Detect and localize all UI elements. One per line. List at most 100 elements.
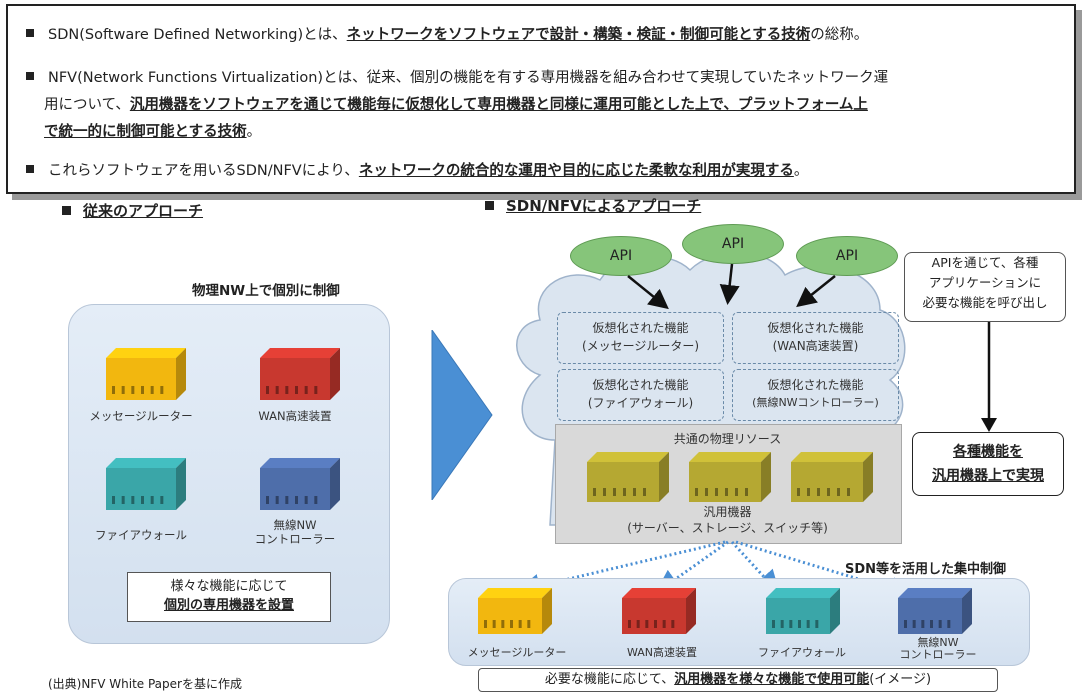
device-side [761,452,771,502]
device-port [725,488,728,496]
device-port [304,386,308,394]
transition-arrow [431,330,493,500]
device-side [542,588,552,634]
device-port [510,620,513,628]
device-port [295,386,298,394]
conventional-devices [106,348,340,510]
api-oval-2: API [682,224,784,264]
general-servers [587,452,873,502]
api-oval-3: API [796,236,898,276]
device-wireless-controller [260,458,340,510]
device-port [643,488,646,496]
device-port [645,620,649,628]
device-port [266,496,269,504]
left-section-title: 従来のアプローチ [62,200,203,221]
device-wan-accelerator [260,348,340,400]
virtual-function-firewall: 仮想化された機能 (ファイアウォール) [557,369,724,421]
left-device-label-1: WAN高速装置 [258,409,332,423]
device-side [330,348,340,400]
device-port [266,386,269,394]
device-side [962,588,972,634]
summary-box: SDN(Software Defined Networking)とは、ネットワー… [6,4,1076,194]
summary-bullet-result: これらソフトウェアを用いるSDN/NFVにより、ネットワークの統合的な運用や目的… [26,158,808,185]
general-equipment-examples: (サーバー、ストレージ、スイッチ等) [627,521,828,535]
device-port [695,488,698,496]
source-note: (出典)NFV White Paperを基に作成 [48,677,242,691]
device-port [735,488,738,496]
api-callout: APIを通じて、各種 アプリケーションに 必要な機能を呼び出し [904,252,1066,322]
device-side [830,588,840,634]
device-port [654,620,657,628]
virtual-function-wireless-controller: 仮想化された機能 (無線NWコントローラー) [732,369,899,421]
device-side [330,458,340,510]
device-port [285,496,289,504]
general-equipment-label: 汎用機器 [703,505,752,519]
device-top [622,588,696,598]
bottom-device-wan-accelerator [622,588,696,634]
device-port [160,386,164,394]
bottom-device-message-router [478,588,552,634]
summary-bullet-nfv-cont: 用について、汎用機器をソフトウェアを通じて機能毎に仮想化して専用機器と同様に運用… [44,97,868,113]
virtual-function-message-router: 仮想化された機能 (メッセージルーター) [557,312,724,364]
device-port [314,386,318,394]
bottom-device-label-2: ファイアウォール [758,646,846,659]
device-top [106,348,186,358]
device-side [659,452,669,502]
device-port [827,488,830,496]
general-server-1 [587,452,669,502]
bottom-device-label-0: メッセージルーター [467,646,567,659]
bottom-device-label-1: WAN高速装置 [626,646,698,659]
device-port [797,488,800,496]
device-port [492,620,496,628]
device-port [662,620,666,628]
device-port [807,488,810,496]
device-top [689,452,771,462]
device-top [766,588,840,598]
device-port [160,496,164,504]
device-front [898,598,962,634]
result-box: 各種機能を 汎用機器上で実現 [912,432,1064,496]
device-port [798,620,801,628]
summary-bullet-nfv-cont2: で統一的に制御可能とする技術。 [44,124,262,140]
device-port [837,488,840,496]
virtual-function-wan: 仮想化された機能 (WAN高速装置) [732,312,899,364]
device-port [484,620,487,628]
device-port [623,488,626,496]
device-port [947,620,951,628]
shared-resource-title: 共通の物理リソース [673,432,782,446]
device-port [904,620,907,628]
device-top [478,588,552,598]
bottom-device-wireless-controller [898,588,972,634]
device-port [501,620,505,628]
device-port [518,620,522,628]
device-port [593,488,596,496]
device-top [587,452,669,462]
summary-bullet-nfv: NFV(Network Functions Virtualization)とは、… [26,65,888,92]
left-device-label-0: メッセージルーター [89,409,193,423]
device-port [285,386,289,394]
device-side [176,458,186,510]
device-port [780,620,784,628]
conventional-note: 様々な機能に応じて 個別の専用機器を設置 [127,572,331,622]
right-section-title: SDN/NFVによるアプローチ [485,195,701,216]
device-port [295,496,298,504]
device-port [112,496,115,504]
central-control-label: SDN等を活用した集中制御 [845,562,1007,577]
device-front [478,598,542,634]
left-device-label-3: 無線NW コントローラー [254,518,336,546]
device-side [863,452,873,502]
device-top [791,452,873,462]
device-port [705,488,708,496]
left-caption: 物理NW上で個別に制御 [192,283,340,299]
control-arrows [516,540,914,600]
device-top [260,458,340,468]
device-port [275,386,279,394]
device-port [815,620,819,628]
device-top [898,588,972,598]
device-port [121,386,125,394]
device-front [766,598,830,634]
device-message-router [106,348,186,400]
on-demand-devices [478,588,972,634]
api-arrows [627,263,836,310]
device-port [141,386,144,394]
